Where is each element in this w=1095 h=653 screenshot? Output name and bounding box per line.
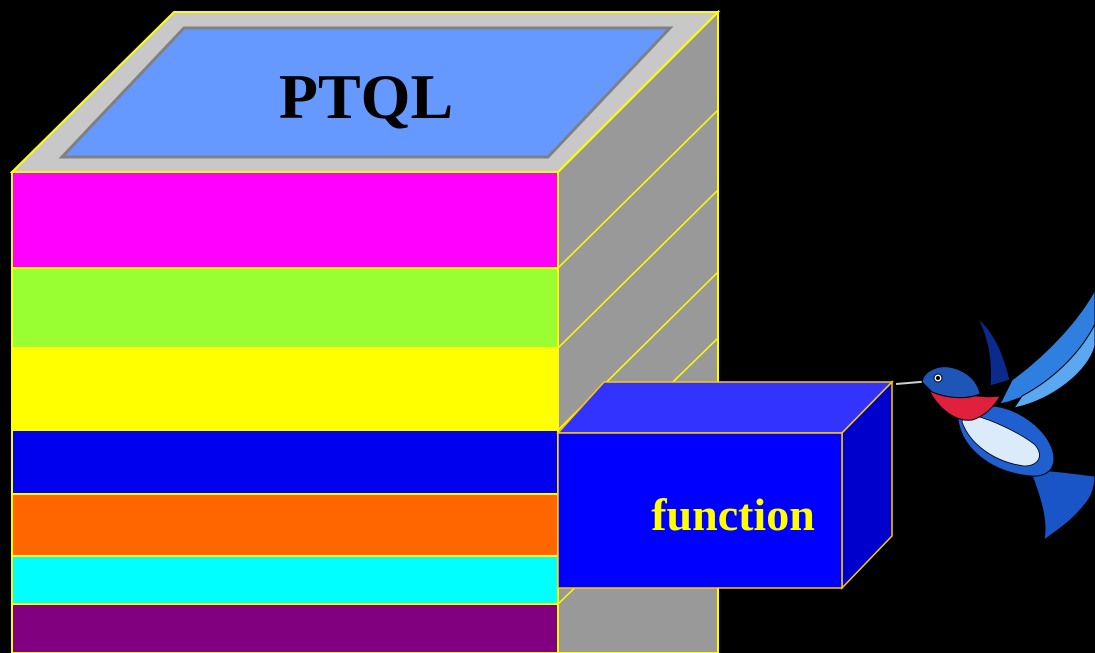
function-box-top: [556, 381, 894, 434]
layer-stack: [11, 171, 559, 653]
layer-1: [11, 171, 559, 269]
layer-3: [11, 347, 559, 431]
hummingbird-icon: [895, 289, 1095, 542]
ptql-label: PTQL: [279, 61, 453, 132]
layer-6: [11, 555, 559, 605]
function-box-front: [557, 432, 843, 589]
layer-5: [11, 493, 559, 557]
function-label: function: [651, 489, 815, 540]
layer-4: [11, 429, 559, 495]
layer-2: [11, 267, 559, 349]
function-box: [556, 380, 894, 590]
layer-7: [11, 603, 559, 653]
block-top-face: [58, 26, 674, 159]
